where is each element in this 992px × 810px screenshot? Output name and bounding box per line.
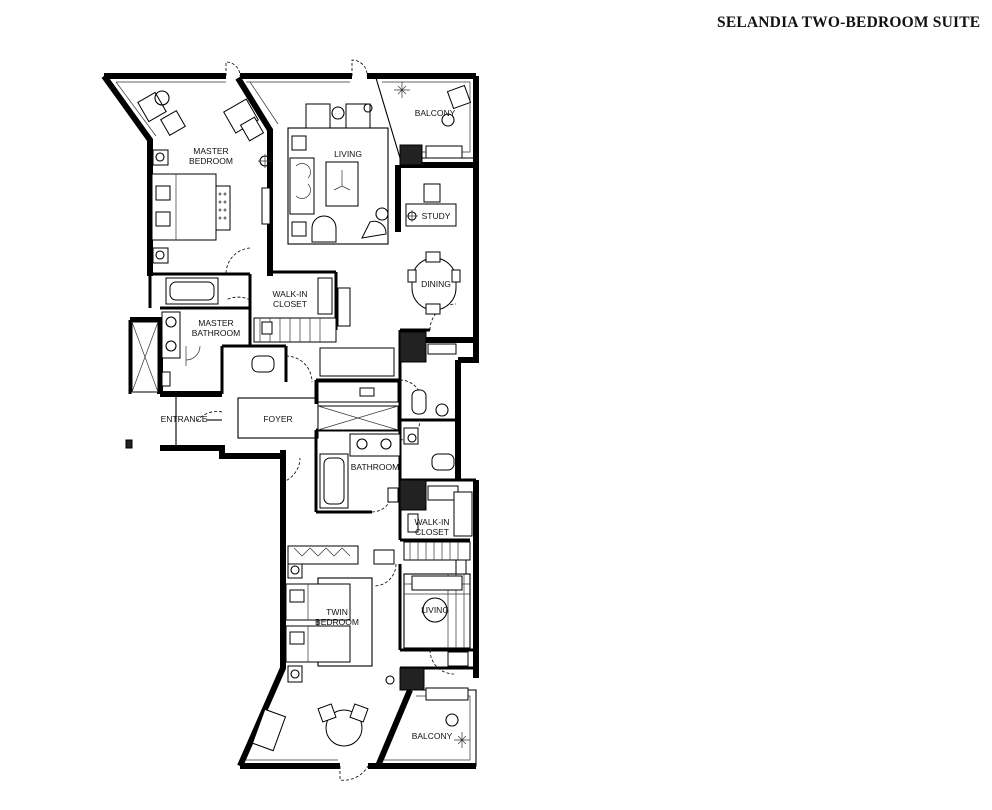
twin-bedroom-furniture (285, 545, 395, 685)
master-bathroom-fixtures (131, 277, 275, 393)
label-living: LIVING (334, 149, 362, 159)
balcony-top-furniture (394, 82, 472, 159)
bathroom-fixtures (319, 389, 455, 509)
entrance-markers (175, 394, 222, 448)
master-bedroom-furniture (137, 90, 272, 264)
walkin-closet-top-furniture (253, 277, 337, 343)
walkin-closet-bottom-furniture (403, 485, 473, 561)
living-furniture (287, 103, 389, 327)
label-master-bathroom-1: MASTER (198, 318, 233, 328)
plan-title: SELANDIA TWO-BEDROOM SUITE (717, 14, 981, 31)
room-labels: MASTER BEDROOM LIVING BALCONY STUDY DINI… (161, 108, 456, 741)
balcony-bottom-furniture (251, 687, 470, 752)
label-master-bathroom-2: BATHROOM (192, 328, 240, 338)
label-dining: DINING (421, 279, 451, 289)
label-walkin-closet-bottom-2: CLOSET (415, 527, 449, 537)
lower-living-furniture (403, 559, 471, 667)
label-twin-bedroom-1: TWIN (326, 607, 348, 617)
study-furniture (405, 183, 457, 227)
label-master-bedroom-1: MASTER (193, 146, 228, 156)
label-walkin-closet-top-1: WALK-IN (272, 289, 307, 299)
label-master-bedroom-2: BEDROOM (189, 156, 233, 166)
dining-furniture (407, 251, 461, 355)
label-twin-bedroom-2: BEDROOM (315, 617, 359, 627)
label-walkin-closet-bottom-1: WALK-IN (414, 517, 449, 527)
balcony-top-outline (115, 77, 477, 159)
label-living-bottom: LIVING (421, 605, 449, 615)
foyer-fixtures (237, 347, 399, 439)
label-balcony-top: BALCONY (415, 108, 456, 118)
structural-columns (125, 144, 427, 691)
label-bathroom: BATHROOM (351, 462, 399, 472)
label-entrance: ENTRANCE (161, 414, 208, 424)
label-study: STUDY (422, 211, 451, 221)
label-walkin-closet-top-2: CLOSET (273, 299, 307, 309)
label-balcony-bottom: BALCONY (412, 731, 453, 741)
label-foyer: FOYER (263, 414, 292, 424)
